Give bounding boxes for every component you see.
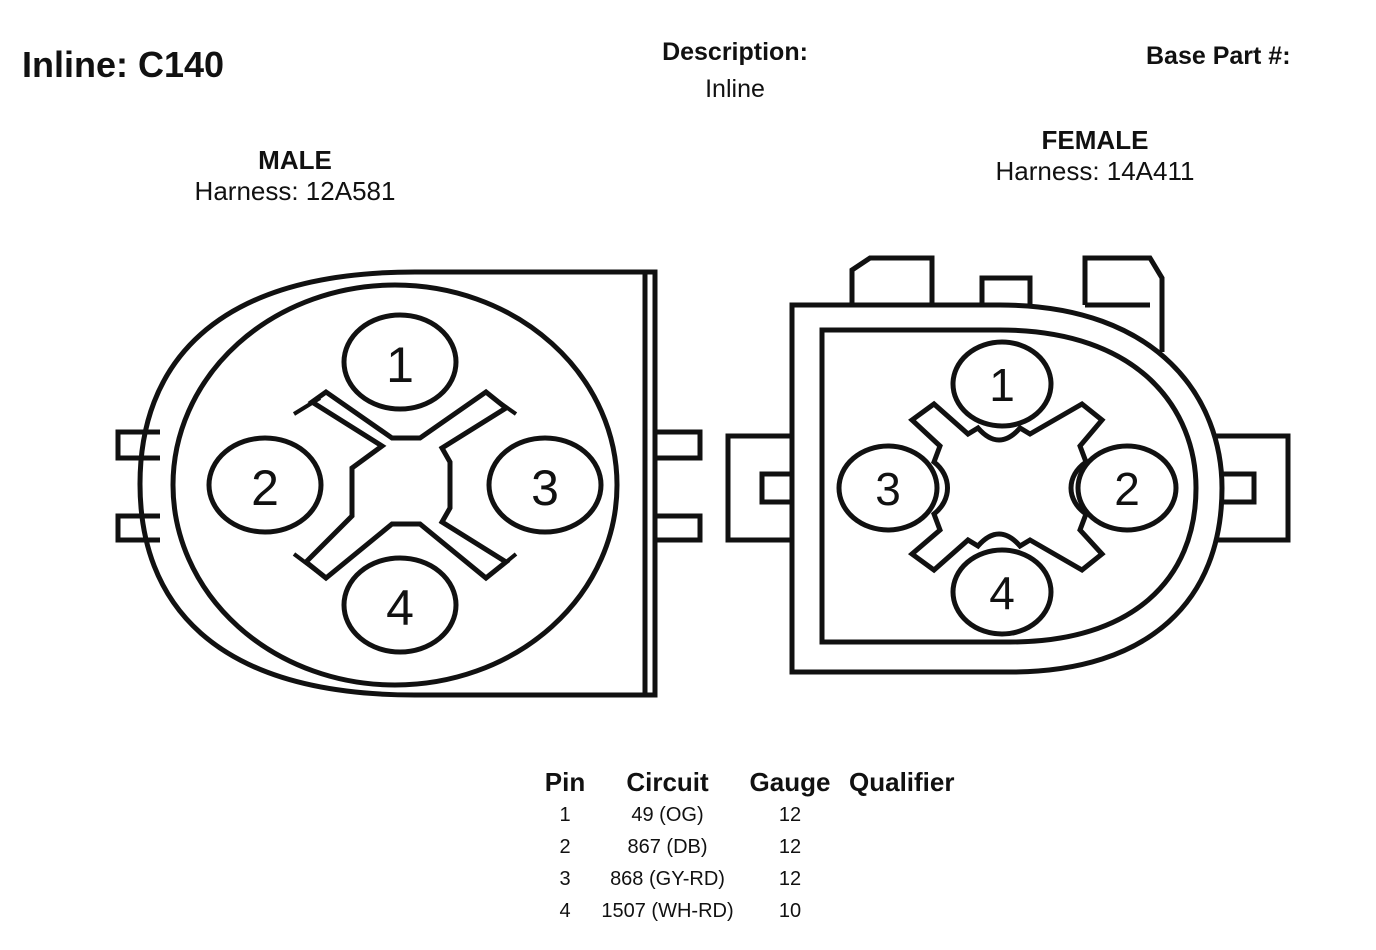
row-circuit: 867 (DB) xyxy=(627,835,708,858)
female-pin-4-cavity xyxy=(950,547,1054,637)
female-pin-3-label: 3 xyxy=(875,463,901,515)
row-gauge: 12 xyxy=(778,835,802,858)
female-right-latch-slot xyxy=(1222,471,1257,505)
description-label: Description: xyxy=(662,38,808,66)
description-value: Inline xyxy=(705,75,765,103)
female-left-latch xyxy=(725,433,792,543)
male-pin-2-label: 2 xyxy=(251,460,279,516)
female-connector-face xyxy=(725,255,1291,675)
male-pin-3-label: 3 xyxy=(531,460,559,516)
row-circuit: 868 (GY-RD) xyxy=(610,867,725,890)
male-pin-2-cavity xyxy=(206,435,324,535)
male-pin-4-cavity xyxy=(341,555,459,655)
female-outer-body xyxy=(789,302,1225,675)
male-key-ribs xyxy=(292,396,518,574)
male-left-tab-top xyxy=(115,429,160,461)
male-right-tab-bottom xyxy=(655,513,703,543)
female-pin-1-label: 1 xyxy=(989,359,1015,411)
male-pin-1-label: 1 xyxy=(386,337,414,393)
male-pin-4-label: 4 xyxy=(386,580,414,636)
male-right-tab-top xyxy=(655,429,703,461)
row-pin: 1 xyxy=(559,803,571,826)
header-circuit: Circuit xyxy=(626,766,709,797)
row-gauge: 12 xyxy=(778,803,802,826)
female-top-tab-center xyxy=(979,275,1033,305)
female-name: FEMALE xyxy=(1041,125,1149,155)
table-row: 1 49 (OG) 12 xyxy=(530,799,959,831)
row-pin: 3 xyxy=(559,867,571,890)
male-name: MALE xyxy=(258,145,332,175)
female-pin-3-cavity xyxy=(836,443,940,533)
table-row: 2 867 (DB) 12 xyxy=(530,831,959,863)
female-harness: Harness: 14A411 xyxy=(995,156,1195,186)
table-row: 3 868 (GY-RD) 12 xyxy=(530,863,959,895)
pin-table: Pin Circuit Gauge Qualifier 1 49 (OG) 12… xyxy=(530,765,959,927)
pin-table-header: Pin Circuit Gauge Qualifier xyxy=(530,765,959,799)
female-heading: FEMALE Harness: 14A411 xyxy=(915,125,1275,187)
row-circuit: 49 (OG) xyxy=(631,803,704,826)
male-inner-oval xyxy=(170,282,620,688)
row-pin: 4 xyxy=(559,899,571,922)
header-pin: Pin xyxy=(544,766,586,797)
female-pin-1-cavity xyxy=(950,339,1054,429)
male-pin-1-cavity xyxy=(341,312,459,412)
male-pin-3-cavity xyxy=(486,435,604,535)
female-pin-2-label: 2 xyxy=(1114,463,1140,515)
row-gauge: 10 xyxy=(778,899,802,922)
female-center-key xyxy=(907,400,1106,574)
female-pin-2-cavity xyxy=(1075,443,1179,533)
female-inner-body xyxy=(819,327,1199,645)
female-top-tab-right xyxy=(1082,255,1165,352)
header-gauge: Gauge xyxy=(749,766,831,797)
table-row: 4 1507 (WH-RD) 10 xyxy=(530,895,959,927)
female-left-latch-slot xyxy=(759,471,792,505)
female-top-tab-left xyxy=(849,255,935,305)
male-left-tab-bottom xyxy=(115,513,160,543)
row-circuit: 1507 (WH-RD) xyxy=(601,899,734,922)
connector-title: Inline: C140 xyxy=(22,44,225,85)
row-pin: 2 xyxy=(559,835,571,858)
female-right-latch xyxy=(1215,433,1291,543)
male-heading: MALE Harness: 12A581 xyxy=(115,145,475,207)
row-gauge: 12 xyxy=(778,867,802,890)
male-center-key xyxy=(302,388,511,582)
female-pin-4-label: 4 xyxy=(989,567,1015,619)
male-outer-body xyxy=(137,269,658,698)
male-connector-face xyxy=(115,269,703,698)
male-harness: Harness: 12A581 xyxy=(194,176,396,206)
header-qualifier: Qualifier xyxy=(849,766,955,797)
base-part-label: Base Part #: xyxy=(1146,42,1291,70)
